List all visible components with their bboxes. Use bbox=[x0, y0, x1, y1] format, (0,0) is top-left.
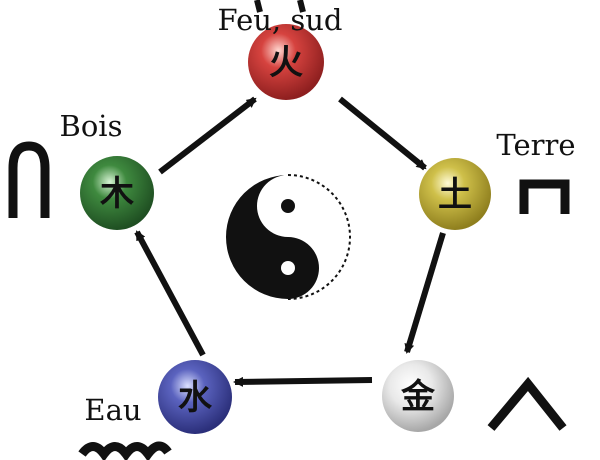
metal-glyph: 金 bbox=[400, 377, 436, 417]
peak-symbol bbox=[487, 376, 567, 431]
arrow-wood-to-fire bbox=[158, 96, 257, 175]
yang-outline bbox=[287, 174, 351, 300]
metal-orb bbox=[382, 360, 454, 432]
earth-label: Terre bbox=[496, 128, 575, 162]
arrow-fire-to-earth bbox=[338, 96, 427, 171]
wave-symbol bbox=[78, 441, 172, 460]
arch-symbol bbox=[8, 141, 50, 218]
water-glyph: 水 bbox=[178, 378, 213, 418]
yin-dot bbox=[281, 199, 295, 213]
wood-orb bbox=[80, 156, 154, 230]
water-orb bbox=[158, 360, 232, 434]
cycle-arrows bbox=[134, 96, 446, 387]
wood-glyph: 木 bbox=[99, 174, 134, 214]
fire-orb bbox=[248, 24, 324, 100]
earth-glyph: 土 bbox=[438, 175, 472, 215]
earth-orb bbox=[419, 158, 491, 230]
arrow-metal-to-water bbox=[233, 376, 373, 387]
yin-yang-symbol bbox=[226, 174, 351, 300]
node-wood: 木 Bois bbox=[60, 109, 154, 230]
fire-label: Feu, sud bbox=[218, 3, 343, 37]
wood-label: Bois bbox=[60, 109, 123, 143]
gate-symbol bbox=[519, 179, 570, 214]
node-water: 水 Eau bbox=[84, 360, 232, 434]
water-label: Eau bbox=[84, 393, 141, 427]
node-earth: 土 Terre bbox=[419, 128, 576, 230]
fire-top-ticks bbox=[254, 0, 306, 13]
arrow-water-to-wood bbox=[134, 230, 206, 357]
node-metal: 金 bbox=[382, 360, 454, 432]
node-fire: 火 Feu, sud bbox=[218, 3, 343, 100]
arrow-earth-to-metal bbox=[404, 232, 446, 354]
fire-glyph: 火 bbox=[269, 43, 303, 83]
yin-half bbox=[226, 175, 319, 299]
yang-dot bbox=[281, 261, 295, 275]
